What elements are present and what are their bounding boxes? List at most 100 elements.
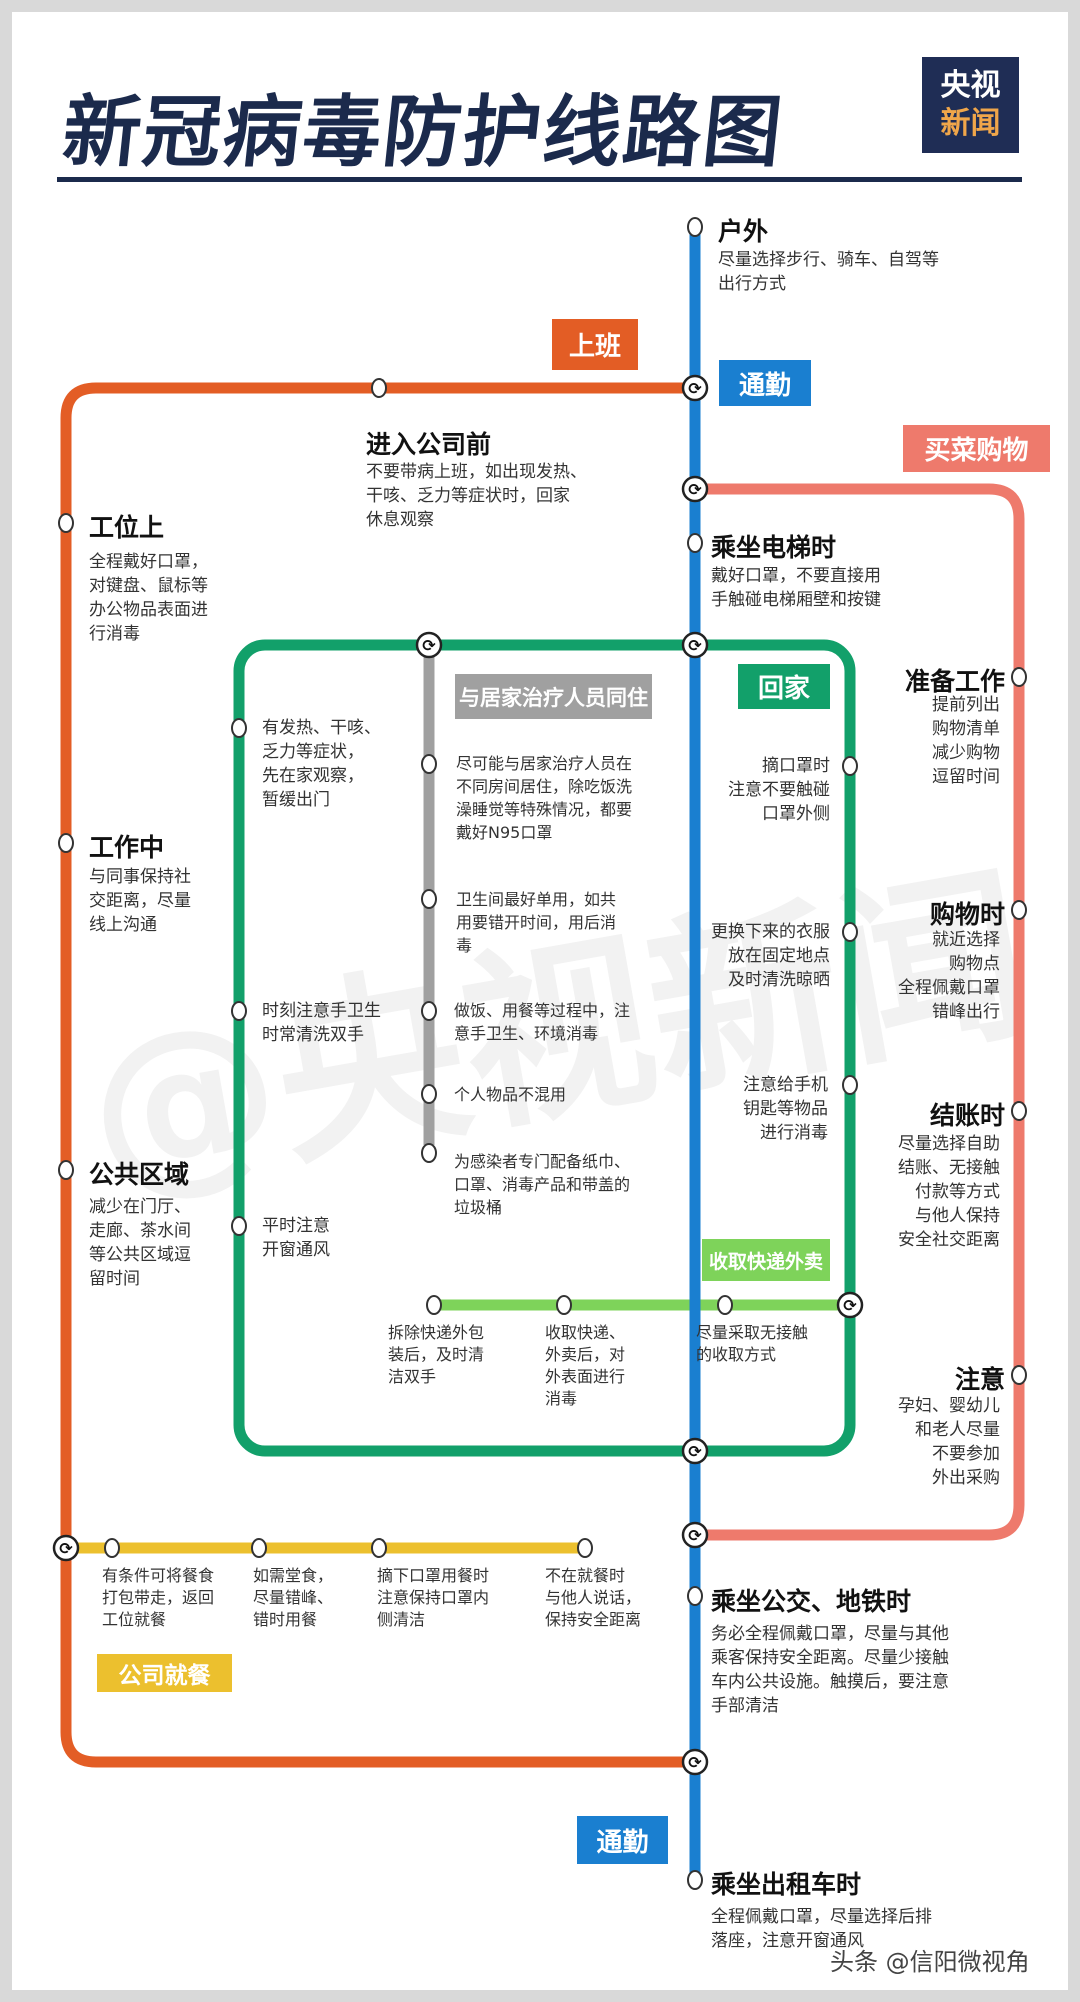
station-label: 结账时 <box>929 1101 1005 1130</box>
cohabit-tip: 做饭、用餐等过程中，注 意手卫生、环境消毒 <box>454 1001 631 1043</box>
station-desc: 孕妇、婴幼儿 和老人尽量 不要参加 外出采购 <box>898 1396 1000 1488</box>
station-dining-3 <box>371 1538 387 1558</box>
station-desc: 务必全程佩戴口罩，尽量与其他 乘客保持安全距离。尽量少接触 车内公共设施。触摸后… <box>711 1624 949 1716</box>
logo-bottom: 新闻 <box>940 106 1001 141</box>
station-label: 乘坐电梯时 <box>711 533 837 562</box>
station-delivery-3 <box>717 1295 733 1315</box>
station-shopping <box>1011 900 1027 920</box>
dining-tip: 有条件可将餐食 打包带走，返回 工位就餐 <box>102 1566 215 1629</box>
station-desc: 戴好口罩，不要直接用 手触碰电梯厢壁和按键 <box>711 566 881 610</box>
station-dining-1 <box>104 1538 120 1558</box>
home-tip: 时刻注意手卫生 时常清洗双手 <box>262 1001 381 1045</box>
station-prep <box>1011 667 1027 687</box>
home-tip: 摘口罩时 注意不要触碰 口罩外侧 <box>728 756 830 824</box>
transfer-icon: ⟳ <box>681 1748 709 1776</box>
station-label: 乘坐出租车时 <box>711 1870 862 1899</box>
transfer-icon: ⟳ <box>681 475 709 503</box>
home-line <box>233 639 856 1457</box>
station-desc: 不要带病上班，如出现发热、 干咳、乏力等症状时，回家 休息观察 <box>366 462 587 530</box>
station-cohabit-5 <box>421 1143 437 1163</box>
svg-text:⟳: ⟳ <box>688 636 702 655</box>
station-label: 进入公司前 <box>366 430 492 459</box>
station-label: 公共区域 <box>89 1160 190 1189</box>
station-notice <box>1011 1365 1027 1385</box>
delivery-tip: 尽量采取无接触 的收取方式 <box>696 1323 809 1364</box>
station-label: 工作中 <box>89 833 165 862</box>
tag-home: 回家 <box>738 664 830 709</box>
tag-commute-bottom: 通勤 <box>577 1816 668 1864</box>
station-label: 注意 <box>954 1365 1005 1394</box>
logo-top: 央视 <box>940 68 1001 103</box>
station-desc: 尽量选择自助 结账、无接触 付款等方式 与他人保持 安全社交距离 <box>898 1134 1000 1250</box>
station-checkout <box>1011 1101 1027 1121</box>
svg-text:⟳: ⟳ <box>59 1539 73 1558</box>
svg-text:⟳: ⟳ <box>422 636 436 655</box>
station-label: 准备工作 <box>904 667 1005 696</box>
station-home-left-1 <box>231 718 247 738</box>
source-watermark: 头条 @信阳微视角 <box>830 1948 1030 1976</box>
transfer-icon: ⟳ <box>415 631 443 659</box>
cohabit-tip: 个人物品不混用 <box>454 1085 567 1104</box>
home-tip: 注意给手机 钥匙等物品 进行消毒 <box>743 1075 828 1143</box>
tag-delivery: 收取快递外卖 <box>702 1239 830 1281</box>
transfer-icon: ⟳ <box>681 1437 709 1465</box>
station-desc: 与同事保持社 交距离，尽量 线上沟通 <box>89 867 191 935</box>
tag-cohabit: 与居家治疗人员同住 <box>455 674 652 719</box>
cohabit-tip: 卫生间最好单用，如共 用要错开时间，用后消 毒 <box>456 890 617 955</box>
station-outdoor <box>687 217 703 237</box>
dining-tip: 摘下口罩用餐时 注意保持口罩内 侧清洁 <box>377 1566 490 1629</box>
transfer-icon: ⟳ <box>52 1534 80 1562</box>
station-label: 户外 <box>718 217 769 246</box>
dining-tip: 如需堂食， 尽量错峰、 错时用餐 <box>253 1566 334 1629</box>
dining-tip: 不在就餐时 与他人说话， 保持安全距离 <box>545 1566 642 1629</box>
cohabit-tip: 为感染者专门配备纸巾、 口罩、消毒产品和带盖的 垃圾桶 <box>454 1152 631 1217</box>
station-dining-4 <box>577 1538 593 1558</box>
cohabit-tip: 尽可能与居家治疗人员在 不同房间居住，除吃饭洗 澡睡觉等特殊情况，都要 戴好N9… <box>456 754 633 842</box>
tag-shopping: 买菜购物 <box>903 425 1050 472</box>
station-cohabit-1 <box>421 754 437 774</box>
transfer-icon: ⟳ <box>681 374 709 402</box>
station-desc: 减少在门厅、 走廊、茶水间 等公共区域逗 留时间 <box>89 1197 191 1289</box>
station-cohabit-3 <box>421 1001 437 1021</box>
home-tip: 有发热、干咳、 乏力等症状， 先在家观察， 暂缓出门 <box>262 718 381 810</box>
station-label: 乘坐公交、地铁时 <box>711 1587 912 1616</box>
tag-dining: 公司就餐 <box>97 1654 232 1692</box>
title-divider <box>57 177 1022 182</box>
tag-commute-top: 通勤 <box>719 360 811 406</box>
station-desc: 尽量选择步行、骑车、自驾等 出行方式 <box>718 250 939 294</box>
svg-text:⟳: ⟳ <box>688 480 702 499</box>
station-delivery-2 <box>556 1295 572 1315</box>
station-cohabit-4 <box>421 1084 437 1104</box>
svg-text:⟳: ⟳ <box>688 1526 702 1545</box>
station-bus-metro <box>687 1586 703 1606</box>
station-desc: 就近选择 购物点 全程佩戴口罩 错峰出行 <box>898 930 1000 1022</box>
delivery-tip: 拆除快递外包 装后，及时清 洁双手 <box>388 1323 485 1386</box>
station-desc: 提前列出 购物清单 减少购物 逗留时间 <box>932 695 1000 787</box>
station-home-left-2 <box>231 1001 247 1021</box>
station-home-right-3 <box>842 1075 858 1095</box>
transfer-icon: ⟳ <box>836 1291 864 1319</box>
tag-work: 上班 <box>552 319 638 370</box>
station-label: 购物时 <box>929 900 1005 929</box>
delivery-tip: 收取快递、 外卖后，对 外表面进行 消毒 <box>545 1323 626 1408</box>
svg-text:⟳: ⟳ <box>688 379 702 398</box>
station-home-right-1 <box>842 756 858 776</box>
station-home-right-2 <box>842 922 858 942</box>
svg-text:⟳: ⟳ <box>688 1442 702 1461</box>
cctv-news-logo: 央视 新闻 <box>922 57 1019 153</box>
station-working <box>58 833 74 853</box>
station-desk <box>58 513 74 533</box>
station-cohabit-2 <box>421 889 437 909</box>
station-before-office <box>371 378 387 398</box>
home-tip: 更换下来的衣服 放在固定地点 及时清洗晾晒 <box>711 922 830 990</box>
work-line <box>60 382 695 1768</box>
station-desc: 全程佩戴口罩，尽量选择后排 落座，注意开窗通风 <box>711 1907 932 1951</box>
svg-text:⟳: ⟳ <box>688 1753 702 1772</box>
station-home-left-3 <box>231 1216 247 1236</box>
station-elevator <box>687 533 703 553</box>
station-desc: 全程戴好口罩， 对键盘、鼠标等 办公物品表面进 行消毒 <box>89 552 208 644</box>
svg-text:⟳: ⟳ <box>843 1296 857 1315</box>
transfer-icon: ⟳ <box>681 631 709 659</box>
station-label: 工位上 <box>89 513 165 542</box>
